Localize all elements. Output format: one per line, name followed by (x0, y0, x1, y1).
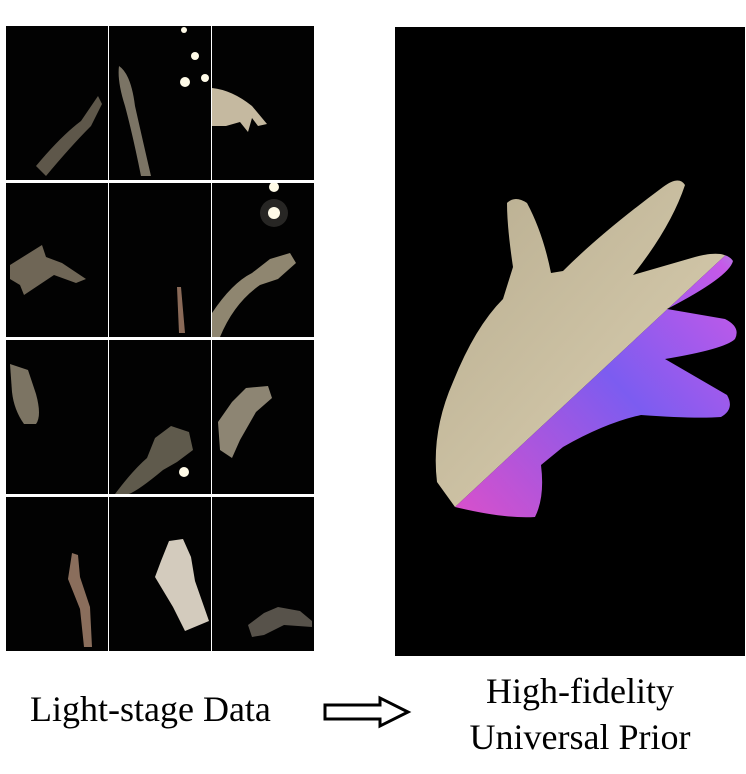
capture-r2c1 (6, 183, 108, 337)
capture-r3c3 (212, 340, 314, 494)
capture-r4c3 (212, 497, 314, 651)
capture-r1c3 (212, 26, 314, 180)
capture-r4c2 (109, 497, 211, 651)
capture-r4c1 (6, 497, 108, 651)
caption-universal-prior: High-fidelity Universal Prior (430, 668, 730, 760)
universal-prior-render (395, 27, 745, 656)
caption-line-1: High-fidelity (486, 671, 674, 711)
capture-r2c3 (212, 183, 314, 337)
caption-line-2: Universal Prior (469, 717, 691, 757)
capture-r1c1 (6, 26, 108, 180)
capture-r3c2 (109, 340, 211, 494)
light-stage-image-grid (6, 26, 315, 655)
capture-r1c2 (109, 26, 211, 180)
hand-shape (435, 180, 737, 518)
capture-r2c2 (109, 183, 211, 337)
right-hollow-arrow-icon (322, 695, 412, 734)
caption-light-stage-data: Light-stage Data (30, 689, 271, 729)
capture-r3c1 (6, 340, 108, 494)
